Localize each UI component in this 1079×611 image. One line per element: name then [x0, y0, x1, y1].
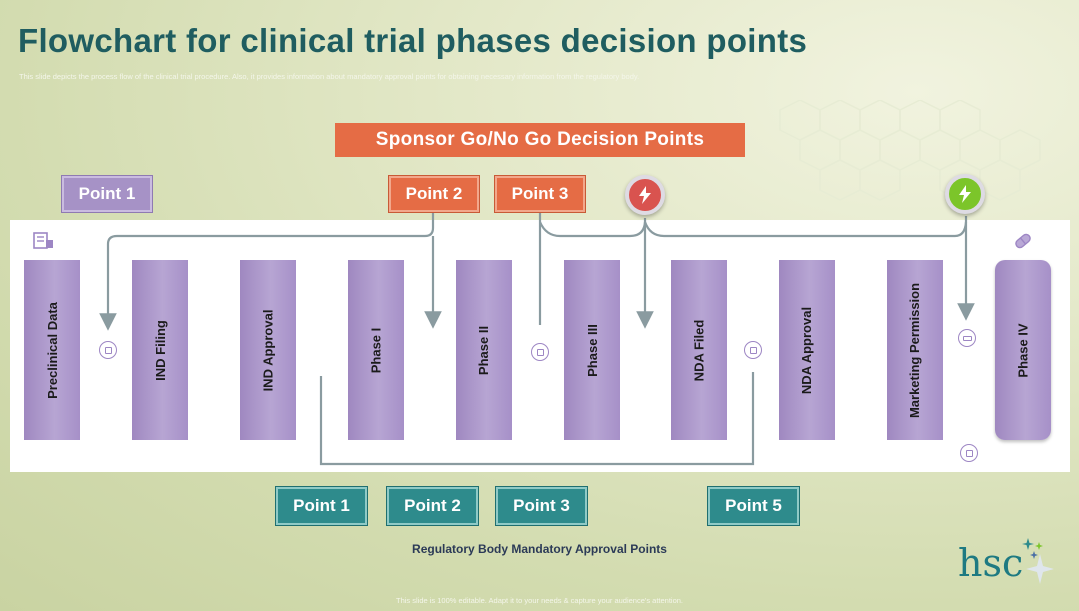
phase-label: IND Filing — [152, 319, 168, 381]
phase-label: Phase IV — [1015, 322, 1031, 378]
page-title: Flowchart for clinical trial phases deci… — [18, 22, 808, 59]
phase-box-ind-filing: IND Filing — [132, 260, 188, 440]
regulatory-point-2: Point 2 — [386, 486, 479, 526]
regulatory-caption: Regulatory Body Mandatory Approval Point… — [412, 542, 667, 556]
document-icon — [33, 232, 53, 249]
phase-label: Preclinical Data — [44, 301, 60, 399]
sponsor-point-1: Point 1 — [61, 175, 153, 213]
footer-note: This slide is 100% editable. Adapt it to… — [395, 596, 684, 605]
page-subtitle: This slide depicts the process flow of t… — [19, 72, 640, 81]
phase-box-nda-approval: NDA Approval — [779, 260, 835, 440]
phase-box-phase-iii: Phase III — [564, 260, 620, 440]
sponsor-decision-banner: Sponsor Go/No Go Decision Points — [335, 123, 745, 157]
hex-pattern-decoration — [779, 100, 1041, 201]
phase-label: Marketing Permission — [907, 282, 923, 418]
phase-label: NDA Filed — [691, 319, 707, 381]
go-badge — [945, 174, 985, 214]
phase-label: IND Approval — [260, 309, 276, 391]
phase-box-preclinical-data: Preclinical Data — [24, 260, 80, 440]
phase-box-nda-filed: NDA Filed — [671, 260, 727, 440]
phase-label: Phase III — [584, 323, 600, 377]
phase-box-phase-ii: Phase II — [456, 260, 512, 440]
regulatory-point-5: Point 5 — [707, 486, 800, 526]
sponsor-point-2: Point 2 — [388, 175, 480, 213]
phase-box-ind-approval: IND Approval — [240, 260, 296, 440]
phase-box-phase-i: Phase I — [348, 260, 404, 440]
regulatory-point-1: Point 1 — [275, 486, 368, 526]
phase-label: Phase II — [476, 325, 492, 375]
lightning-icon — [639, 186, 651, 204]
document-icon — [531, 343, 549, 361]
phase-box-phase-iv: Phase IV — [995, 260, 1051, 440]
sponsor-point-3: Point 3 — [494, 175, 586, 213]
brand-logo: hsc — [958, 541, 1024, 585]
document-icon — [99, 341, 117, 359]
document-icon — [744, 341, 762, 359]
lightning-icon — [959, 185, 971, 203]
pill-icon — [1015, 233, 1031, 249]
phase-label: Phase I — [368, 327, 384, 373]
phase-box-marketing-permission: Marketing Permission — [887, 260, 943, 440]
document-icon — [958, 329, 976, 347]
no-go-badge — [625, 175, 665, 215]
sparkle-icon — [1022, 538, 1054, 584]
phase-label: NDA Approval — [799, 306, 815, 394]
document-icon — [960, 444, 978, 462]
regulatory-point-3: Point 3 — [495, 486, 588, 526]
